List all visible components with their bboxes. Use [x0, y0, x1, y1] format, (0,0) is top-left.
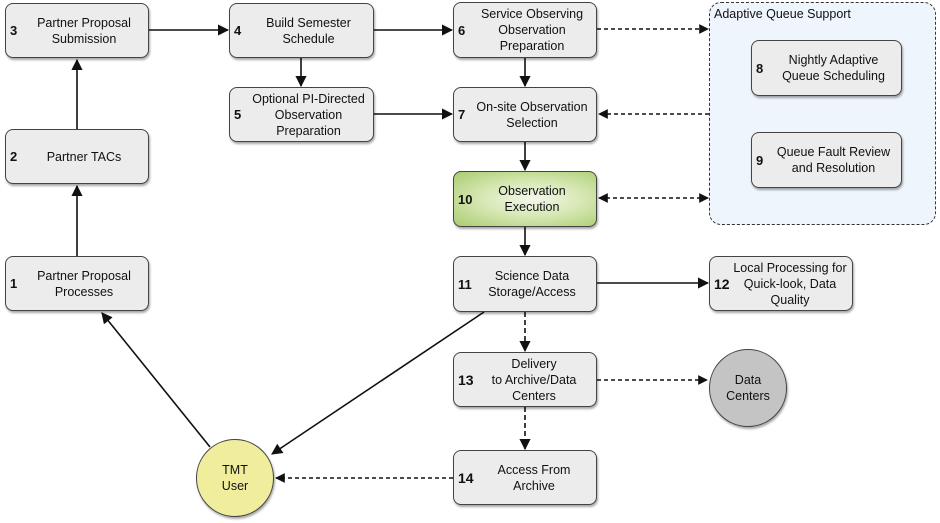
node-label: Partner TACs: [46, 149, 122, 164]
group-title: Adaptive Queue Support: [714, 7, 851, 21]
node-build-semester-schedule[interactable]: 4 Build Semester Schedule: [229, 3, 374, 58]
node-number: 8: [756, 60, 764, 76]
node-service-observing-preparation[interactable]: 6 Service Observing Observation Preparat…: [453, 2, 597, 58]
node-science-data-storage-access[interactable]: 11 Science Data Storage/Access: [453, 256, 597, 312]
node-partner-proposal-submission[interactable]: 3 Partner Proposal Submission: [5, 3, 149, 58]
node-number: 7: [458, 107, 466, 122]
node-number: 4: [234, 23, 242, 38]
node-number: 14: [458, 469, 474, 486]
node-access-from-archive[interactable]: 14 Access From Archive: [453, 450, 597, 505]
node-number: 6: [458, 22, 466, 38]
node-label: On-site Observation Selection: [476, 99, 588, 130]
node-local-processing[interactable]: 12 Local Processing for Quick-look, Data…: [709, 256, 853, 311]
node-number: 1: [10, 276, 18, 291]
node-label: Observation Execution: [498, 184, 566, 214]
node-label: Local Processing for Quick-look, Data Qu…: [733, 260, 847, 307]
node-observation-execution[interactable]: 10 Observation Execution: [453, 171, 597, 227]
node-label: Build Semester Schedule: [266, 15, 351, 46]
node-label: Science Data Storage/Access: [488, 269, 576, 299]
node-label: Optional PI-Directed Observation Prepara…: [252, 91, 365, 138]
node-number: 13: [458, 371, 474, 388]
node-label: Nightly Adaptive Queue Scheduling: [782, 53, 885, 83]
node-number: 3: [10, 23, 18, 38]
node-label: Partner Proposal Submission: [37, 15, 131, 46]
node-number: 10: [458, 191, 473, 207]
node-number: 5: [234, 107, 242, 122]
node-delivery-to-archive[interactable]: 13 Delivery to Archive/Data Centers: [453, 352, 597, 407]
node-partner-proposal-processes[interactable]: 1 Partner Proposal Processes: [5, 256, 149, 311]
node-partner-tacs[interactable]: 2 Partner TACs: [5, 129, 149, 184]
edge-user-to-1: [101, 312, 211, 448]
node-queue-fault-review[interactable]: 9 Queue Fault Review and Resolution: [751, 132, 902, 188]
node-nightly-adaptive-queue-scheduling[interactable]: 8 Nightly Adaptive Queue Scheduling: [751, 40, 902, 96]
node-label: Delivery to Archive/Data Centers: [491, 356, 577, 403]
node-tmt-user[interactable]: TMT User: [196, 439, 274, 517]
node-label: Service Observing Observation Preparatio…: [480, 7, 584, 53]
node-onsite-observation-selection[interactable]: 7 On-site Observation Selection: [453, 87, 597, 142]
node-data-centers[interactable]: Data Centers: [709, 349, 787, 427]
node-label: Access From Archive: [497, 462, 571, 493]
node-optional-pi-directed-preparation[interactable]: 5 Optional PI-Directed Observation Prepa…: [229, 87, 374, 142]
node-number: 12: [714, 275, 730, 292]
node-number: 11: [458, 276, 472, 292]
node-number: 9: [756, 152, 764, 168]
node-label: Queue Fault Review and Resolution: [776, 145, 891, 175]
node-label: Partner Proposal Processes: [37, 268, 131, 299]
node-number: 2: [10, 149, 18, 164]
adaptive-queue-support-group: Adaptive Queue Support: [709, 2, 936, 225]
